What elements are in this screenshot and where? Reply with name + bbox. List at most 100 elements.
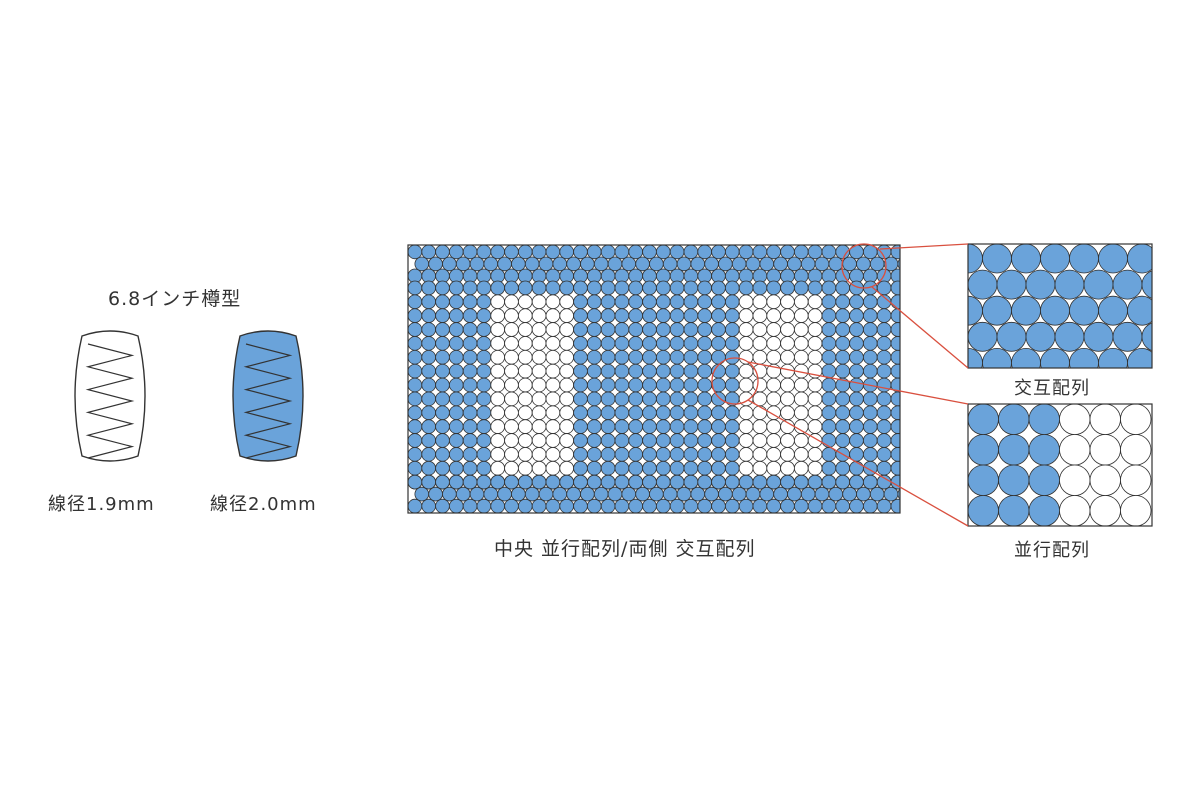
spring-coil-white: [490, 391, 506, 407]
spring-coil-blue: [724, 294, 740, 310]
spring-coil-blue: [849, 349, 864, 365]
spring-coil-white: [504, 433, 519, 448]
spring-coil-blue: [890, 474, 900, 490]
spring-coil-white: [807, 419, 823, 434]
spring-coil-blue: [890, 447, 900, 462]
spring-coil-blue: [476, 419, 492, 434]
spring-coil-staggered: [856, 486, 871, 502]
spring-coil-blue: [669, 474, 685, 490]
spring-coil-blue: [517, 474, 533, 490]
spring-coil-blue: [683, 280, 699, 296]
spring-coil-blue: [586, 349, 602, 365]
spring-coil-white: [738, 363, 754, 379]
spring-coil-staggered: [573, 498, 588, 513]
spring-coil-staggered: [628, 498, 643, 513]
spring-coil-blue: [835, 280, 850, 296]
spring-coil-blue: [890, 336, 900, 351]
zoom-coil-staggered: [1083, 269, 1114, 300]
spring-coil-blue: [697, 460, 712, 476]
spring-coil-blue: [490, 474, 506, 490]
spring-coil-blue: [711, 349, 726, 365]
spring-coil-blue: [697, 294, 712, 310]
spring-coil-blue: [821, 419, 837, 434]
spring-coil-white: [490, 308, 506, 323]
spring-coil-blue: [683, 363, 699, 379]
zoom-coil-staggered: [968, 321, 998, 352]
spring-coil-staggered: [469, 486, 485, 502]
spring-coil-white: [531, 308, 547, 323]
spring-coil-blue: [421, 474, 437, 490]
spring-coil-blue: [614, 280, 630, 296]
spring-coil-blue: [421, 322, 437, 337]
spring-coil-blue: [435, 336, 450, 351]
spring-coil-white: [780, 322, 795, 337]
zoom-coil-white: [1120, 464, 1152, 496]
zoom-coil-blue: [968, 464, 999, 496]
spring-coil-blue: [724, 460, 740, 476]
spring-coil-blue: [821, 460, 837, 476]
spring-coil-white: [752, 405, 768, 421]
spring-coil-staggered: [704, 256, 719, 272]
spring-coil-blue: [655, 294, 671, 310]
spring-coil-blue: [476, 336, 492, 351]
spring-coil-blue: [628, 294, 643, 310]
spring-coil-staggered: [614, 245, 630, 260]
spring-coil-blue: [807, 474, 823, 490]
spring-coil-blue: [586, 391, 602, 407]
spring-coil-blue: [435, 419, 450, 434]
spring-coil-white: [766, 308, 781, 323]
spring-coil-white: [780, 336, 795, 351]
spring-coil-white: [752, 349, 768, 365]
zoom-coil-staggered: [1054, 269, 1085, 300]
spring-coil-blue: [655, 322, 671, 337]
zoom-coil-staggered: [1040, 348, 1070, 368]
spring-coil-staggered: [538, 486, 554, 502]
spring-coil-blue: [408, 405, 423, 421]
spring-coil-staggered: [752, 245, 768, 260]
spring-coil-white: [780, 308, 795, 323]
spring-coil-blue: [862, 391, 878, 407]
spring-coil-blue: [421, 336, 437, 351]
spring-coil-white: [545, 391, 561, 407]
spring-grid-border: [407, 244, 901, 514]
spring-coil-blue: [876, 308, 892, 323]
zoom-coil-white: [1059, 434, 1091, 466]
spring-coil-staggered: [524, 486, 540, 502]
spring-coil-blue: [862, 349, 878, 365]
spring-coil-blue: [421, 308, 437, 323]
spring-coil-blue: [476, 433, 492, 448]
spring-coil-white: [807, 294, 823, 310]
spring-coil-blue: [462, 405, 478, 421]
spring-coil-blue: [835, 391, 850, 407]
spring-coil-blue: [849, 419, 864, 434]
zoom-coil-staggered: [968, 269, 998, 300]
spring-coil-blue: [642, 419, 657, 434]
spring-coil-white: [517, 336, 533, 351]
spring-coil-staggered: [614, 498, 630, 513]
spring-coil-staggered: [745, 256, 761, 272]
zoom-leader-lines: [711, 243, 969, 527]
spring-coil-blue: [476, 460, 492, 476]
spring-coil-blue: [448, 349, 464, 365]
spring-coil-white: [793, 419, 809, 434]
spring-coil-staggered: [462, 245, 478, 260]
spring-coil-staggered: [814, 256, 830, 272]
staggered-zoom-border: [967, 243, 1153, 369]
spring-coil-blue: [711, 322, 726, 337]
spring-coil-blue: [683, 322, 699, 337]
spring-coil-blue: [642, 460, 657, 476]
zoom-coil-white: [1059, 404, 1091, 435]
spring-coil-blue: [862, 294, 878, 310]
spring-coil-blue: [600, 336, 616, 351]
parallel-caption: 並行配列: [1014, 540, 1090, 561]
spring-coil-blue: [408, 391, 423, 407]
spring-coil-staggered: [642, 498, 657, 513]
spring-coil-blue: [821, 322, 837, 337]
spring-coil-white: [504, 294, 519, 310]
spring-coil-staggered: [773, 486, 788, 502]
spring-coil-blue: [821, 377, 837, 393]
spring-coil-white: [766, 433, 781, 448]
zoom-coil-staggered: [1025, 269, 1056, 300]
spring-coil-blue: [890, 405, 900, 421]
leader-line-parallel-top: [747, 361, 969, 405]
